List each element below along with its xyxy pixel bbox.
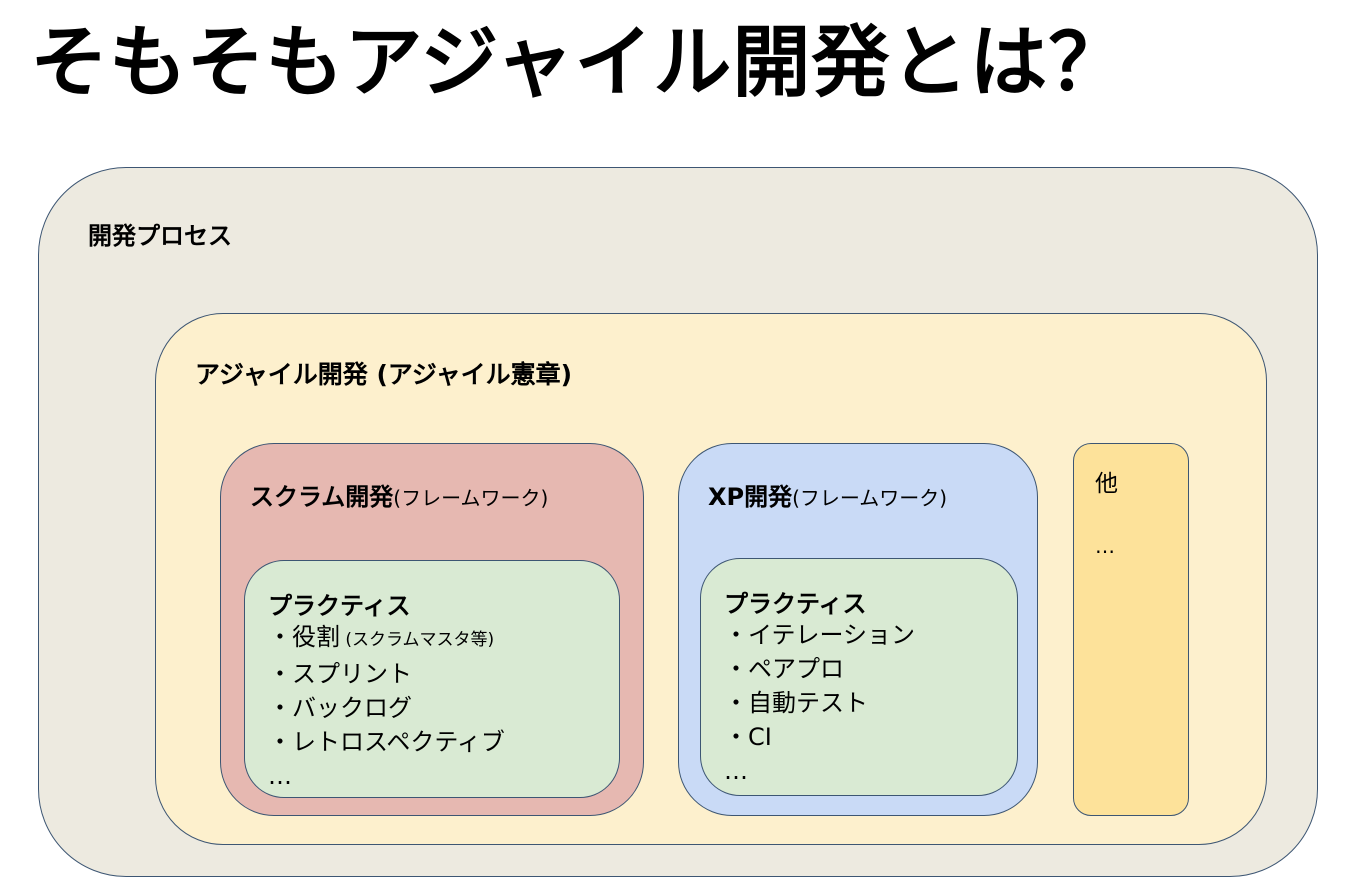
list-item: ・CI <box>724 723 772 751</box>
xp-practices-list: ・イテレーション ・ペアプロ ・自動テスト ・CI … <box>724 618 915 788</box>
xp-development-label: XP開発(フレームワーク) <box>708 477 947 512</box>
scrum-practices-box <box>244 560 620 798</box>
xp-practices-box <box>700 558 1018 796</box>
development-process-label: 開発プロセス <box>88 222 232 250</box>
slide-title: そもそもアジャイル開発とは？ <box>30 18 1128 108</box>
agile-development-label: アジャイル開発 (アジャイル憲章) <box>195 360 573 389</box>
other-ellipsis: … <box>1095 534 1115 558</box>
practice-note: (スクラムマスタ等) <box>340 630 495 650</box>
xp-framework-note: (フレームワーク) <box>792 486 948 510</box>
list-item: ・役割 (スクラムマスタ等) <box>268 620 505 657</box>
other-methods-box <box>1073 443 1189 816</box>
other-label: 他 <box>1095 471 1118 497</box>
practice-text: ・役割 <box>268 623 340 651</box>
scrum-practices-title: プラクティス <box>268 592 411 620</box>
xp-practices-title: プラクティス <box>724 590 867 618</box>
list-item: … <box>724 757 748 785</box>
scrum-framework-note: (フレームワーク) <box>393 486 549 510</box>
list-item: ・スプリント <box>268 660 412 688</box>
scrum-development-label: スクラム開発(フレームワーク) <box>250 477 548 512</box>
list-item: ・ペアプロ <box>724 655 844 683</box>
list-item: ・バックログ <box>268 694 412 722</box>
xp-name: XP開発 <box>708 483 793 511</box>
list-item: ・レトロスペクティブ <box>268 728 505 756</box>
list-item: ・自動テスト <box>724 689 868 717</box>
scrum-name: スクラム開発 <box>250 483 394 511</box>
list-item: ・イテレーション <box>724 621 916 649</box>
scrum-practices-list: ・役割 (スクラムマスタ等) ・スプリント ・バックログ ・レトロスペクティブ … <box>268 620 505 793</box>
list-item: … <box>268 762 292 790</box>
